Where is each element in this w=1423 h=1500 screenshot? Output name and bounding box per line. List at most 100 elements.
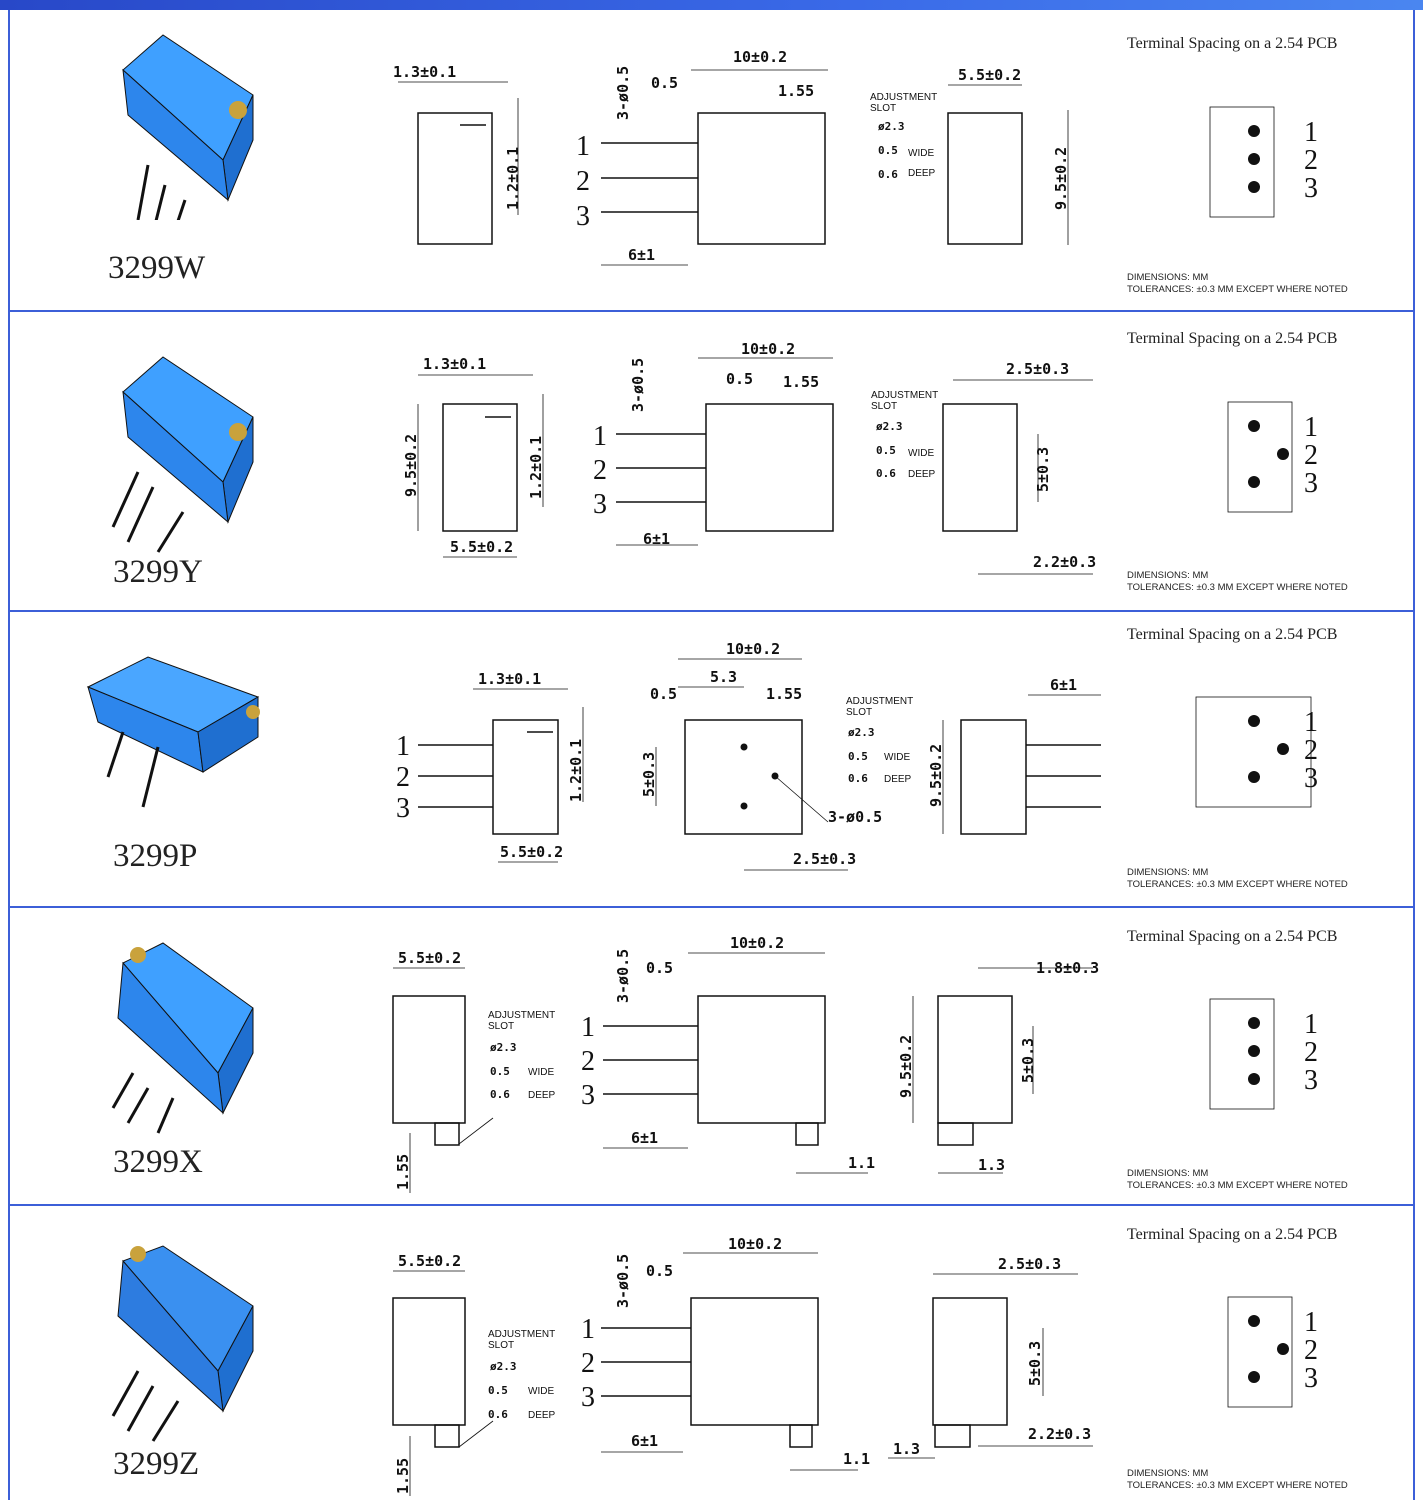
- adjust-label: WIDE: [908, 148, 934, 159]
- dim-label: 1.55: [394, 1458, 412, 1494]
- adjust-label: WIDE: [528, 1386, 554, 1397]
- adjust-label: 0.6: [490, 1088, 510, 1101]
- dimensions-unit: DIMENSIONS: MM: [1127, 272, 1209, 283]
- adjust-label: DEEP: [528, 1410, 556, 1421]
- pin-label: 1: [581, 1012, 595, 1043]
- pin-label: 2: [581, 1348, 595, 1379]
- row-border: [8, 1206, 10, 1500]
- pcb-pin-label: 3: [1304, 1363, 1318, 1394]
- adjust-label: 0.6: [878, 168, 898, 181]
- dimensions-note: DIMENSIONS: MM TOLERANCES: ±0.3 MM EXCEP…: [1127, 272, 1348, 296]
- dim-label: 0.5: [650, 685, 677, 703]
- product-row-3299p: 3299P 1.3±0.1 1.2±0.1 5.5±0.2 1: [8, 612, 1415, 908]
- pcb-pin-label: 3: [1304, 763, 1318, 794]
- dim-label: 5.3: [710, 668, 737, 686]
- dim-label: 6±1: [631, 1432, 658, 1450]
- model-label: 3299Y: [113, 554, 203, 590]
- dimensions-note: DIMENSIONS: MM TOLERANCES: ±0.3 MM EXCEP…: [1127, 867, 1348, 891]
- pcb-pin-label: 3: [1304, 468, 1318, 499]
- dim-label: 1.55: [778, 82, 814, 100]
- dim-label: 5±0.3: [1034, 447, 1052, 492]
- model-label: 3299W: [108, 250, 206, 286]
- product-row-3299y: 3299Y 1.3±0.1 1.2±0.1 9.5±0.2 5.5±0.2 10…: [8, 312, 1415, 612]
- pcb-holes: [1163, 1261, 1346, 1438]
- pin-label: 2: [396, 762, 410, 793]
- dim-label: 9.5±0.2: [897, 1035, 915, 1098]
- dim-label: 5±0.3: [640, 752, 658, 797]
- dimensions-note: DIMENSIONS: MM TOLERANCES: ±0.3 MM EXCEP…: [1127, 1168, 1348, 1192]
- dimension-drawing: 5.5±0.2 1.55 10±0.2 0.5 3-ø0.5 6±1 1.1 1…: [392, 934, 1099, 1193]
- dim-label: 5.5±0.2: [398, 1252, 461, 1270]
- pcb-pin-label: 2: [1304, 1335, 1318, 1366]
- adjust-label: ø2.3: [490, 1360, 517, 1373]
- dim-label: 6±1: [631, 1129, 658, 1147]
- model-label: 3299Z: [113, 1446, 200, 1482]
- dim-label: 1.3: [893, 1440, 920, 1458]
- product-row-3299z: 3299Z 5.5±0.2 1.55 10±0.2 0.5: [8, 1206, 1415, 1500]
- adjust-label: WIDE: [908, 448, 934, 459]
- adjust-label: ADJUSTMENT: [488, 1329, 555, 1340]
- dim-label: 1.2±0.1: [567, 739, 585, 802]
- component-photo: [111, 942, 254, 1134]
- dim-label: 1.2±0.1: [504, 147, 522, 210]
- dim-label: 1.1: [848, 1154, 875, 1172]
- dim-label: 5.5±0.2: [450, 538, 513, 556]
- component-photo: [122, 34, 254, 220]
- tolerance-note: TOLERANCES: ±0.3 MM EXCEPT WHERE NOTED: [1127, 1180, 1348, 1191]
- component-photo: [111, 356, 254, 553]
- dim-label: 9.5±0.2: [927, 744, 945, 807]
- row-border: [8, 10, 10, 310]
- adjust-label: 0.6: [876, 467, 896, 480]
- pin-label: 3: [581, 1382, 595, 1413]
- dim-label: 1.3: [978, 1156, 1005, 1174]
- pcb-pin-label: 1: [1304, 1307, 1318, 1338]
- dim-label: 0.5: [646, 959, 673, 977]
- dimensions-note: DIMENSIONS: MM TOLERANCES: ±0.3 MM EXCEP…: [1127, 1468, 1348, 1492]
- pin-label: 3: [593, 489, 607, 520]
- dim-label: 9.5±0.2: [1052, 147, 1070, 210]
- dim-label: 10±0.2: [741, 340, 795, 358]
- dim-label: 6±1: [643, 530, 670, 548]
- pin-label: 2: [576, 166, 590, 197]
- adjust-label: ADJUSTMENT: [488, 1010, 555, 1021]
- pcb-pin-label: 2: [1304, 1037, 1318, 1068]
- pcb-pin-label: 1: [1304, 707, 1318, 738]
- pin-label: 1: [396, 731, 410, 762]
- pcb-grid: 1 2 3: [1209, 998, 1318, 1110]
- product-row-3299x: 3299X 5.5±0.2 1.55 10±0.2 0.5: [8, 908, 1415, 1206]
- dim-label: 10±0.2: [733, 48, 787, 66]
- pcb-title: Terminal Spacing on a 2.54 PCB: [1127, 928, 1338, 945]
- pcb-grid: 1 2 3: [1163, 661, 1346, 838]
- dim-label: 5.5±0.2: [398, 949, 461, 967]
- adjust-label: ADJUSTMENT: [870, 92, 937, 103]
- component-photo: [111, 1245, 254, 1442]
- adjust-label: 0.5: [488, 1384, 508, 1397]
- pin-label: 1: [581, 1314, 595, 1345]
- dim-label: 5.5±0.2: [958, 66, 1021, 84]
- pin-label: 1: [593, 421, 607, 452]
- row-border: [1413, 312, 1415, 610]
- dim-label: 0.5: [726, 370, 753, 388]
- row-border: [1413, 10, 1415, 310]
- adjust-label: 0.5: [878, 144, 898, 157]
- pcb-holes: [1163, 661, 1346, 838]
- pcb-title: Terminal Spacing on a 2.54 PCB: [1127, 35, 1338, 52]
- pcb-pin-label: 3: [1304, 173, 1318, 204]
- dim-label: 1.55: [766, 685, 802, 703]
- dim-label: 3-ø0.5: [614, 66, 632, 120]
- product-row-3299w: 3299W 1.3±0.1 1.2±0.1 10±0.2 0.5 1.55 3-…: [8, 10, 1415, 312]
- component-photo: [86, 656, 260, 808]
- dim-label: 2.5±0.3: [998, 1255, 1061, 1273]
- model-label: 3299P: [113, 838, 198, 874]
- top-accent-bar: [0, 0, 1423, 10]
- dim-label: 10±0.2: [726, 640, 780, 658]
- pcb-pin-label: 2: [1304, 440, 1318, 471]
- pcb-grid: 1 2 3: [1209, 106, 1318, 218]
- pin-label: 3: [576, 201, 590, 232]
- row-border: [1413, 612, 1415, 906]
- adjust-label: ø2.3: [876, 420, 903, 433]
- pcb-grid: 1 2 3: [1227, 401, 1318, 513]
- row-border: [1413, 1206, 1415, 1500]
- adjust-label: ADJUSTMENT: [846, 696, 913, 707]
- dim-label: 1.1: [843, 1450, 870, 1468]
